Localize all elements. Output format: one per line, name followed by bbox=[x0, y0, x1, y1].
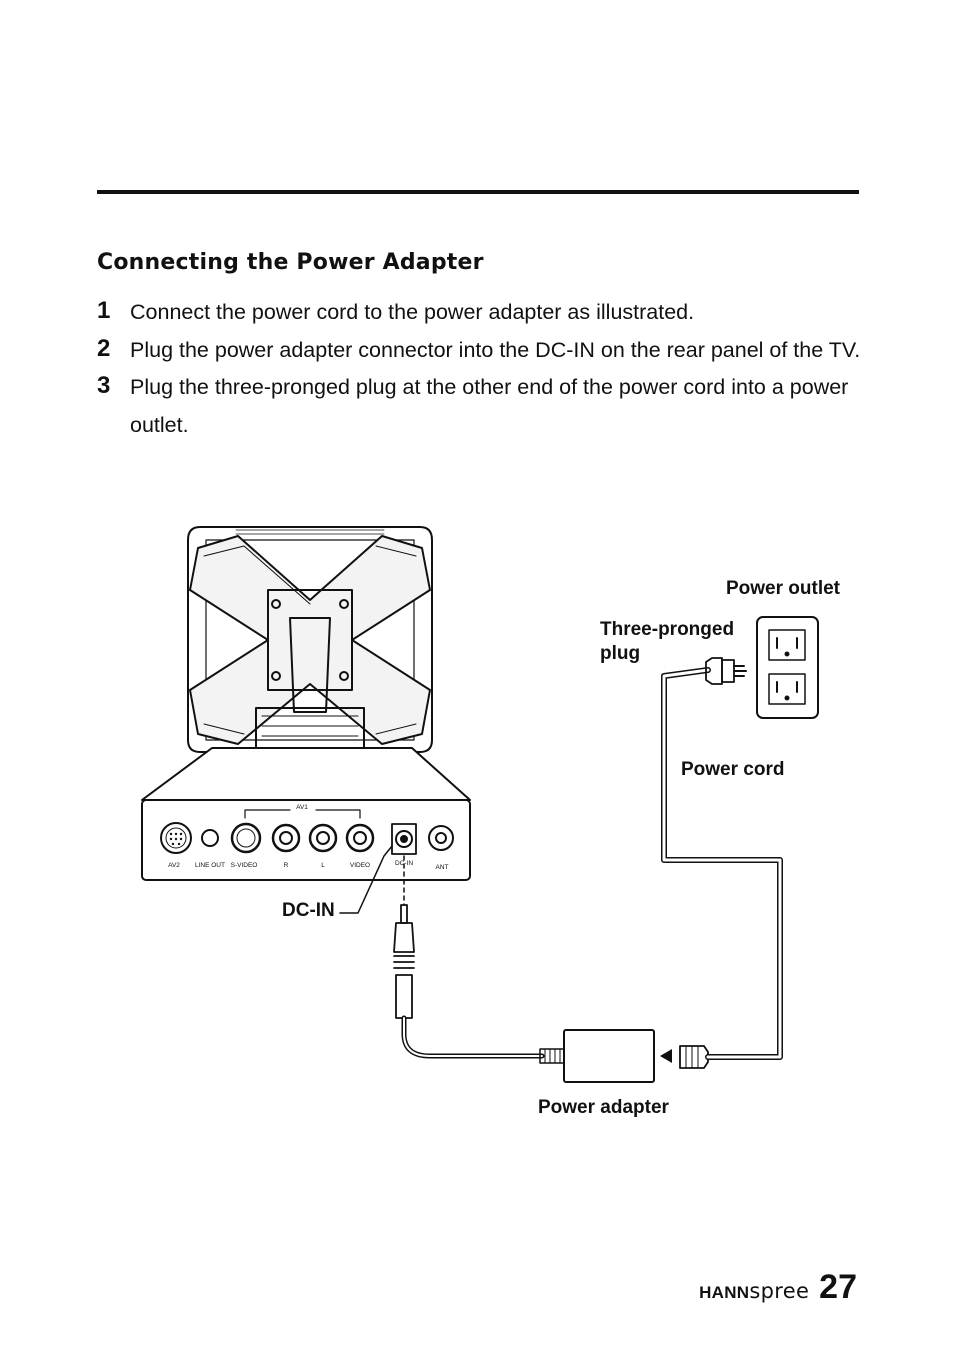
label-three-pronged-plug: Three-pronged plug bbox=[600, 619, 735, 664]
port-label-video: VIDEO bbox=[350, 862, 370, 869]
step-1: 1 Connect the power cord to the power ad… bbox=[97, 294, 867, 332]
port-label-l: L bbox=[321, 862, 325, 869]
three-pronged-plug bbox=[705, 657, 747, 685]
step-text: Connect the power cord to the power adap… bbox=[130, 300, 695, 324]
top-rule bbox=[97, 190, 859, 194]
step-text: Plug the three-pronged plug at the other… bbox=[130, 375, 849, 437]
port-label-dc-in: DC-IN bbox=[395, 860, 413, 867]
brand-logo: HANNspree bbox=[699, 1279, 810, 1303]
port-label-line-out: LINE OUT bbox=[195, 862, 225, 869]
step-3: 3 Plug the three-pronged plug at the oth… bbox=[97, 369, 867, 444]
page-footer: HANNspree 27 bbox=[699, 1268, 857, 1307]
rear-panel bbox=[141, 747, 471, 881]
power-adapter-box bbox=[563, 1029, 655, 1083]
port-label-s-video: S-VIDEO bbox=[231, 862, 258, 869]
instruction-steps: 1 Connect the power cord to the power ad… bbox=[97, 294, 867, 444]
label-power-adapter: Power adapter bbox=[538, 1097, 669, 1118]
step-2: 2 Plug the power adapter connector into … bbox=[97, 332, 867, 370]
step-text: Plug the power adapter connector into th… bbox=[130, 337, 861, 362]
port-label-ant: ANT bbox=[436, 864, 449, 871]
label-dc-in: DC-IN bbox=[282, 900, 335, 921]
port-label-av1: AV1 bbox=[296, 804, 308, 811]
tv-rear-illustration bbox=[187, 526, 433, 791]
dc-plug bbox=[393, 904, 415, 1019]
port-label-r: R bbox=[284, 862, 289, 869]
label-power-outlet: Power outlet bbox=[726, 578, 841, 599]
power-outlet-illustration bbox=[756, 616, 819, 719]
label-power-cord: Power cord bbox=[681, 759, 785, 780]
section-title: Connecting the Power Adapter bbox=[97, 250, 484, 275]
step-number: 3 bbox=[97, 372, 111, 399]
port-label-av2: AV2 bbox=[168, 862, 180, 869]
page-number: 27 bbox=[819, 1268, 857, 1306]
step-number: 2 bbox=[97, 334, 111, 362]
port-labels: AV1 AV2 LINE OUT S-VIDEO R L VIDEO DC-IN… bbox=[168, 804, 448, 871]
step-number: 1 bbox=[97, 297, 111, 324]
